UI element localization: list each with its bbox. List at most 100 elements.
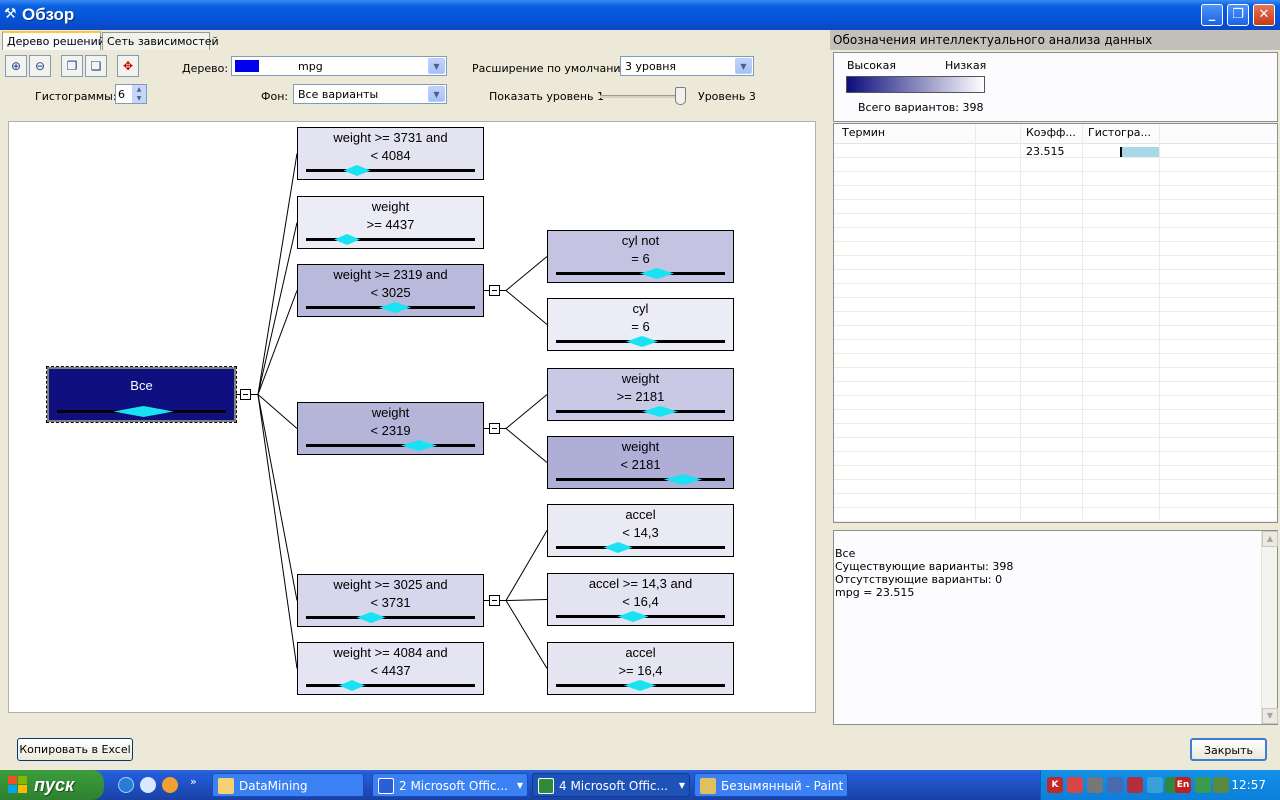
network-icon[interactable] xyxy=(1107,777,1123,793)
table-row[interactable] xyxy=(834,326,1277,340)
table-row[interactable] xyxy=(834,214,1277,228)
task-word[interactable]: 2 Microsoft Offic... ▼ xyxy=(372,773,528,797)
chevron-down-icon[interactable]: ▼ xyxy=(735,58,752,74)
table-row[interactable] xyxy=(834,480,1277,494)
tree-node[interactable]: accel< 14,3 xyxy=(547,504,734,557)
legend-grid[interactable]: Термин Коэфф... Гистогра... 23.515 xyxy=(833,123,1278,523)
table-row[interactable] xyxy=(834,522,1277,523)
table-row[interactable] xyxy=(834,354,1277,368)
antivirus-icon[interactable]: K xyxy=(1047,777,1063,793)
table-row[interactable] xyxy=(834,284,1277,298)
copy-to-excel-button[interactable]: Копировать в Excel xyxy=(17,738,133,761)
tree-node-root[interactable]: Все xyxy=(46,366,237,423)
tree-node[interactable]: weight >= 3025 and< 3731 xyxy=(297,574,484,627)
search-icon[interactable] xyxy=(1147,777,1163,793)
level-slider-track[interactable] xyxy=(600,95,686,98)
column-histogram[interactable]: Гистогра... xyxy=(1088,126,1152,139)
table-row[interactable] xyxy=(834,368,1277,382)
copy-graph-icon[interactable]: ❏ xyxy=(85,55,107,77)
zoom-out-icon[interactable]: ⊖ xyxy=(29,55,51,77)
table-row[interactable] xyxy=(834,228,1277,242)
chevron-down-icon[interactable]: ▼ xyxy=(428,86,445,102)
minimize-button[interactable]: _ xyxy=(1201,4,1223,26)
network-disabled-icon[interactable] xyxy=(1127,777,1143,793)
node-line-2: < 4437 xyxy=(370,663,411,678)
table-row[interactable] xyxy=(834,382,1277,396)
node-histogram-bar xyxy=(556,546,725,549)
zoom-in-icon[interactable]: ⊕ xyxy=(5,55,27,77)
column-term[interactable]: Термин xyxy=(842,126,886,139)
battery-icon[interactable] xyxy=(1087,777,1103,793)
tree-node[interactable]: weight>= 4437 xyxy=(297,196,484,249)
quicklaunch-more-icon[interactable]: » xyxy=(190,775,197,788)
ie-icon[interactable] xyxy=(118,777,134,793)
close-button[interactable]: Закрыть xyxy=(1190,738,1267,761)
tree-node[interactable]: weight< 2319 xyxy=(297,402,484,455)
level-slider-thumb[interactable] xyxy=(675,87,686,105)
collapse-icon[interactable] xyxy=(240,388,251,400)
tree-node[interactable]: weight >= 4084 and< 4437 xyxy=(297,642,484,695)
tree-node[interactable]: cyl not= 6 xyxy=(547,230,734,283)
collapse-icon[interactable] xyxy=(489,422,500,434)
collapse-icon[interactable] xyxy=(489,284,500,296)
spin-down-icon[interactable]: ▼ xyxy=(132,94,146,103)
chevron-down-icon[interactable]: ▼ xyxy=(428,58,445,74)
task-datamining[interactable]: DataMining xyxy=(212,773,364,797)
title-bar[interactable]: ⚒ Обзор _ ❐ ✕ xyxy=(0,0,1280,30)
close-window-button[interactable]: ✕ xyxy=(1253,4,1275,26)
histograms-stepper[interactable]: 6 ▲ ▼ xyxy=(115,84,147,104)
tree-canvas[interactable]: Все weight >= 3731 and< 4084 weight>= 4437… xyxy=(8,121,816,713)
tree-select[interactable]: mpg ▼ xyxy=(231,56,447,76)
tab-decision-tree[interactable]: Дерево решений xyxy=(2,31,105,50)
table-row[interactable] xyxy=(834,466,1277,480)
tree-node[interactable]: weight>= 2181 xyxy=(547,368,734,421)
tree-node[interactable]: cyl= 6 xyxy=(547,298,734,351)
table-row[interactable] xyxy=(834,312,1277,326)
table-row[interactable]: 23.515 xyxy=(834,144,1277,158)
table-row[interactable] xyxy=(834,340,1277,354)
language-indicator[interactable]: En xyxy=(1175,777,1191,793)
detail-scrollbar[interactable]: ▲ ▼ xyxy=(1261,531,1278,724)
collapse-icon[interactable] xyxy=(489,594,500,606)
tree-node[interactable]: weight >= 2319 and< 3025 xyxy=(297,264,484,317)
table-row[interactable] xyxy=(834,186,1277,200)
table-row[interactable] xyxy=(834,438,1277,452)
table-row[interactable] xyxy=(834,200,1277,214)
maximize-button[interactable]: ❐ xyxy=(1227,4,1249,26)
table-row[interactable] xyxy=(834,242,1277,256)
tray-tool-icon[interactable] xyxy=(1213,777,1229,793)
tray-app-icon[interactable] xyxy=(1067,777,1083,793)
legend-gradient xyxy=(846,76,985,93)
table-row[interactable] xyxy=(834,256,1277,270)
column-coef[interactable]: Коэфф... xyxy=(1026,126,1076,139)
background-select[interactable]: Все варианты ▼ xyxy=(293,84,447,104)
table-row[interactable] xyxy=(834,410,1277,424)
tree-node[interactable]: weight< 2181 xyxy=(547,436,734,489)
table-row[interactable] xyxy=(834,424,1277,438)
start-button[interactable]: пуск xyxy=(0,770,104,800)
tree-node[interactable]: accel >= 14,3 and< 16,4 xyxy=(547,573,734,626)
fit-to-window-icon[interactable]: ✥ xyxy=(117,55,139,77)
expand-select[interactable]: 3 уровня ▼ xyxy=(620,56,754,76)
table-row[interactable] xyxy=(834,508,1277,522)
table-row[interactable] xyxy=(834,396,1277,410)
scroll-up-icon[interactable]: ▲ xyxy=(1262,531,1278,547)
table-row[interactable] xyxy=(834,158,1277,172)
scroll-down-icon[interactable]: ▼ xyxy=(1262,708,1278,724)
desktop-icon[interactable] xyxy=(140,777,156,793)
tree-edge xyxy=(257,394,298,429)
table-row[interactable] xyxy=(834,298,1277,312)
spin-up-icon[interactable]: ▲ xyxy=(132,85,146,94)
tray-shield-icon[interactable] xyxy=(1195,777,1211,793)
table-row[interactable] xyxy=(834,494,1277,508)
table-row[interactable] xyxy=(834,452,1277,466)
copy-icon[interactable]: ❐ xyxy=(61,55,83,77)
table-row[interactable] xyxy=(834,172,1277,186)
browser-icon[interactable] xyxy=(162,777,178,793)
task-excel[interactable]: 4 Microsoft Offic... ▼ xyxy=(532,773,690,797)
tab-dependency-network[interactable]: Сеть зависимостей xyxy=(102,32,219,50)
task-paint[interactable]: Безымянный - Paint xyxy=(694,773,848,797)
table-row[interactable] xyxy=(834,270,1277,284)
tree-node[interactable]: accel>= 16,4 xyxy=(547,642,734,695)
tree-node[interactable]: weight >= 3731 and< 4084 xyxy=(297,127,484,180)
